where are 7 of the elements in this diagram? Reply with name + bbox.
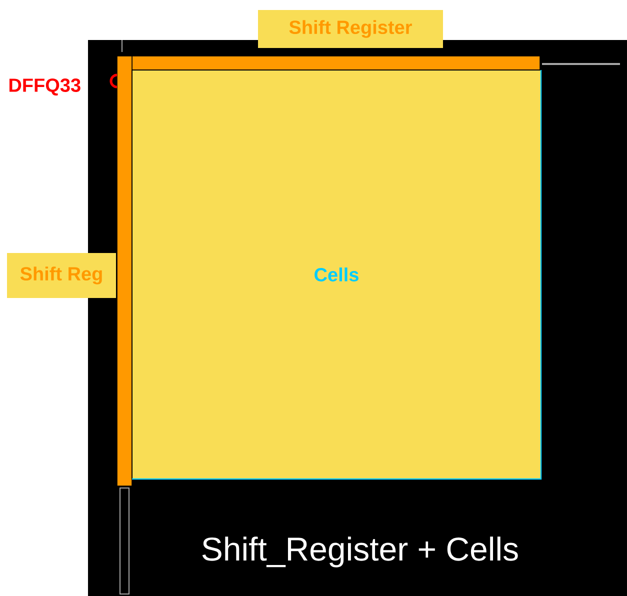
- pin-label: DFFQ33: [9, 78, 80, 96]
- caption: Shift_Register + Cells: [202, 536, 518, 568]
- bar: [116, 56, 132, 486]
- label-box: Shift Reg: [7, 252, 116, 298]
- bar: [132, 56, 540, 70]
- cell-area: Cells: [132, 69, 542, 480]
- label-box: Shift Register: [258, 10, 443, 48]
